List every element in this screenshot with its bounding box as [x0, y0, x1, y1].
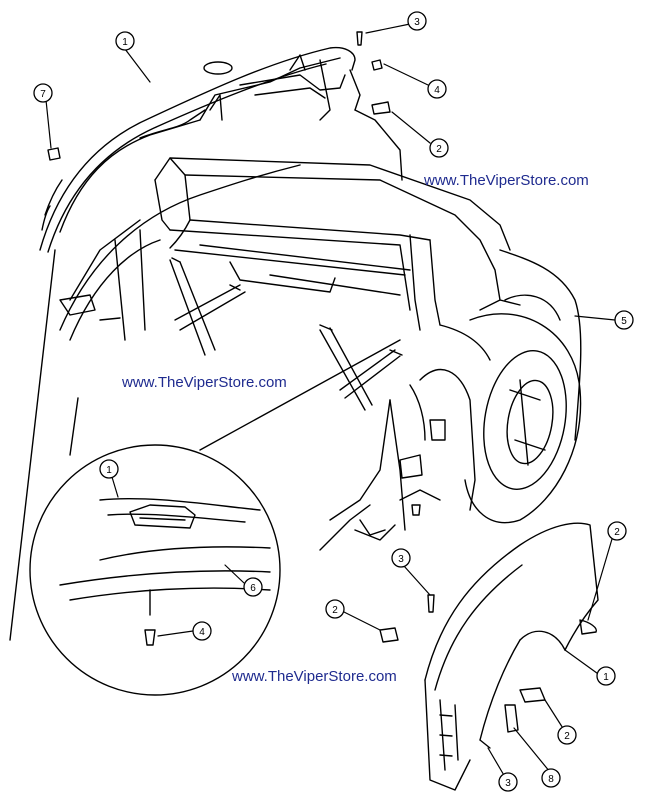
svg-text:3: 3 — [414, 17, 420, 28]
callout-detail-1: 1 — [99, 459, 119, 479]
svg-text:1: 1 — [106, 465, 112, 476]
top-panel — [39, 46, 403, 253]
callout-fender-2a: 2 — [325, 599, 345, 619]
svg-text:1: 1 — [603, 672, 609, 683]
callout-fender-3: 3 — [498, 772, 518, 792]
callout-detail-6: 6 — [243, 577, 263, 597]
callout-top-2: 2 — [429, 138, 449, 158]
callout-fender-2c: 2 — [557, 725, 577, 745]
callout-fender-1: 1 — [596, 666, 616, 686]
svg-text:6: 6 — [250, 583, 256, 594]
svg-text:4: 4 — [434, 85, 440, 96]
svg-text:2: 2 — [564, 731, 570, 742]
callout-left-7: 7 — [33, 83, 53, 103]
rear-body — [59, 157, 582, 551]
svg-text:3: 3 — [505, 778, 511, 789]
callout-fender-8: 8 — [541, 768, 561, 788]
svg-text:7: 7 — [40, 89, 46, 100]
callout-top-1: 1 — [115, 31, 135, 51]
watermark-middle: www.TheViperStore.com — [122, 374, 287, 391]
watermark-bottom: www.TheViperStore.com — [232, 668, 397, 685]
svg-text:2: 2 — [614, 527, 620, 538]
callout-fender-2b: 2 — [607, 521, 627, 541]
watermark-top-right: www.TheViperStore.com — [424, 172, 589, 189]
callout-top-4: 4 — [427, 79, 447, 99]
svg-text:3: 3 — [398, 554, 404, 565]
detail-view — [9, 249, 401, 696]
svg-text:2: 2 — [436, 144, 442, 155]
fasteners — [47, 31, 435, 613]
leader-lines — [45, 23, 616, 778]
svg-text:2: 2 — [332, 605, 338, 616]
callout-detail-4: 4 — [192, 621, 212, 641]
callout-right-5: 5 — [614, 310, 634, 330]
callout-markers: 1 3 4 2 7 5 1 6 4 3 2 2 1 2 8 3 — [33, 11, 634, 792]
svg-text:8: 8 — [548, 774, 554, 785]
front-fender — [379, 522, 599, 791]
svg-text:1: 1 — [122, 37, 128, 48]
svg-text:4: 4 — [199, 627, 205, 638]
svg-text:5: 5 — [621, 316, 627, 327]
callout-top-3: 3 — [407, 11, 427, 31]
callout-mid-3: 3 — [391, 548, 411, 568]
